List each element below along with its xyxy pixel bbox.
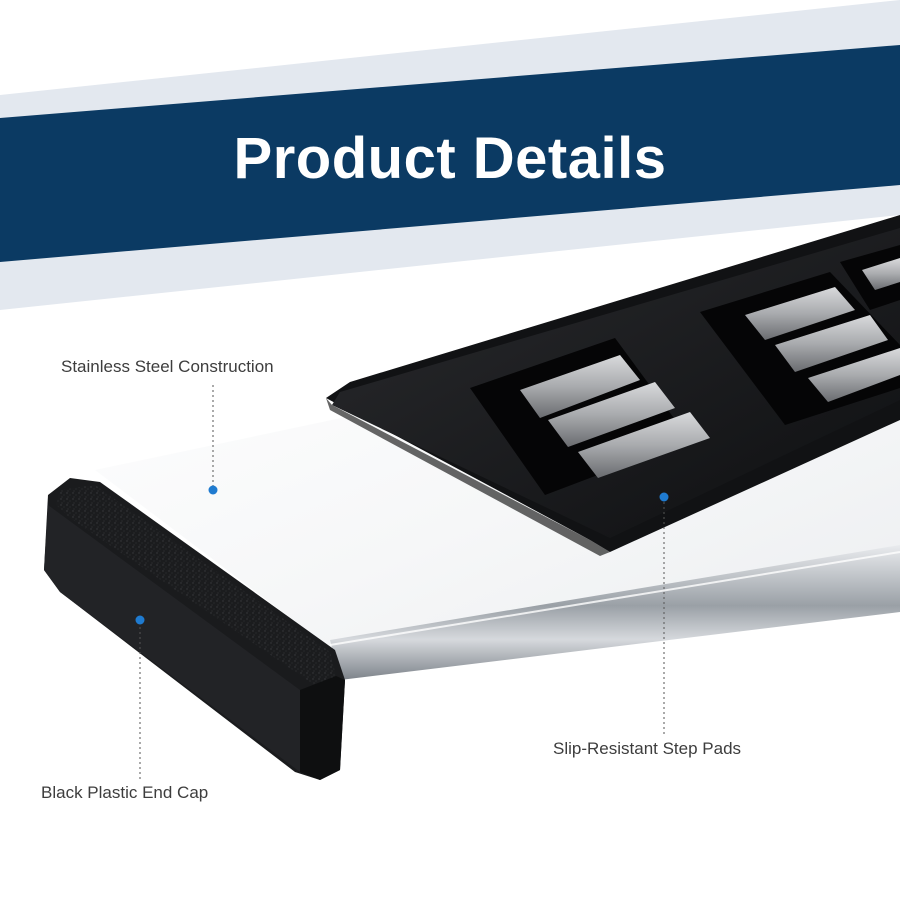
pads-marker-dot: [659, 492, 669, 502]
pad-grip-row-3: [840, 245, 900, 310]
steel-board-edge: [330, 545, 900, 680]
callout-stainless-steel: Stainless Steel Construction: [61, 357, 274, 376]
pad-grip-row-1: [470, 338, 710, 495]
callout-step-pads: Slip-Resistant Step Pads: [553, 739, 742, 758]
banner-title: Product Details: [233, 126, 667, 191]
step-pad: [326, 215, 900, 556]
banner-blue-band: [0, 45, 900, 262]
end-cap: [44, 478, 345, 780]
callout-end-cap: Black Plastic End Cap: [41, 783, 209, 802]
endcap-marker-dot: [135, 615, 145, 625]
steel-marker-dot: [208, 485, 218, 495]
pad-grip-row-2: [700, 272, 900, 425]
